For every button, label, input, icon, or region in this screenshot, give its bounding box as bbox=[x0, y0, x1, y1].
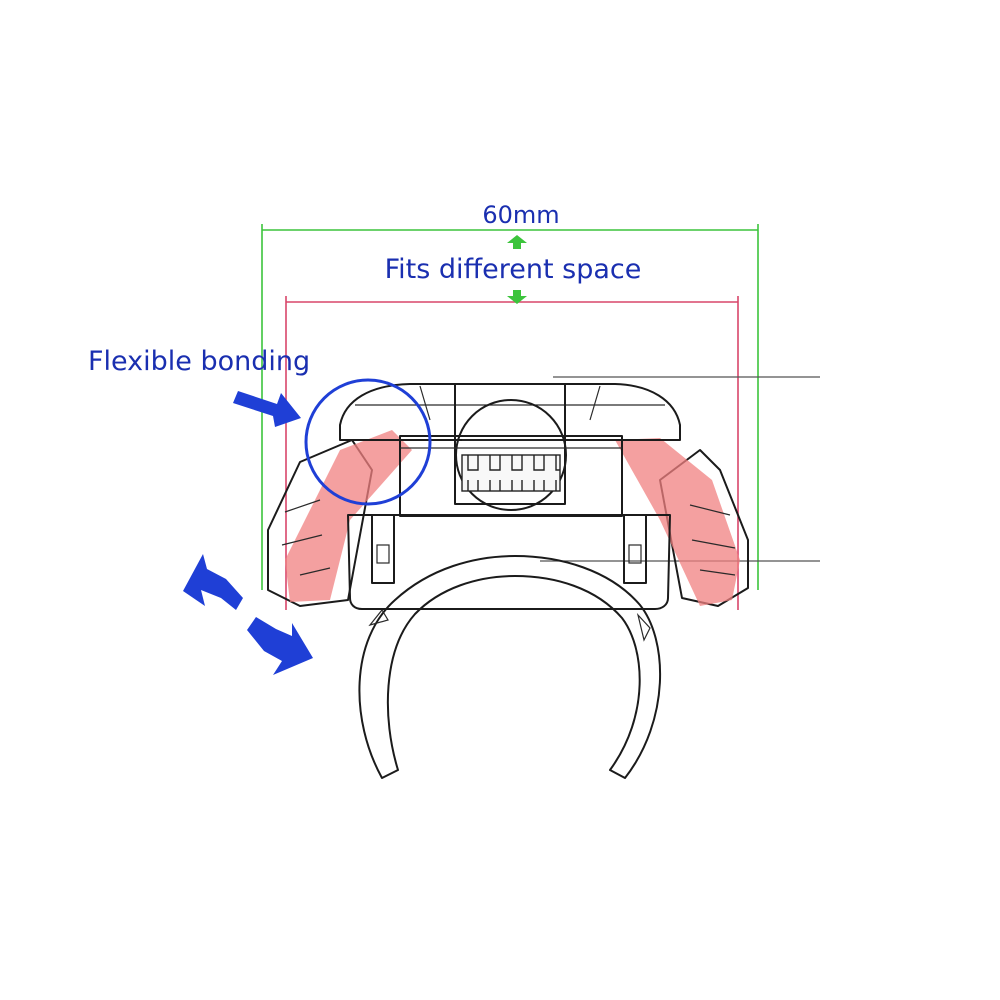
expand-arrow-icon bbox=[507, 235, 527, 249]
left-flap bbox=[267, 430, 412, 607]
arrow-right-icon bbox=[233, 391, 301, 427]
ring-clamp bbox=[358, 555, 662, 779]
flexible-bonding-label: Flexible bonding bbox=[88, 346, 310, 377]
device-housing bbox=[339, 383, 681, 610]
width-dimension-label: 60mm bbox=[482, 201, 559, 229]
bonding-highlight-circle bbox=[304, 378, 432, 506]
curved-double-arrow-icon bbox=[183, 554, 313, 675]
fits-space-label: Fits different space bbox=[385, 254, 642, 285]
right-flap bbox=[615, 438, 749, 607]
contract-arrow-icon bbox=[507, 290, 527, 304]
